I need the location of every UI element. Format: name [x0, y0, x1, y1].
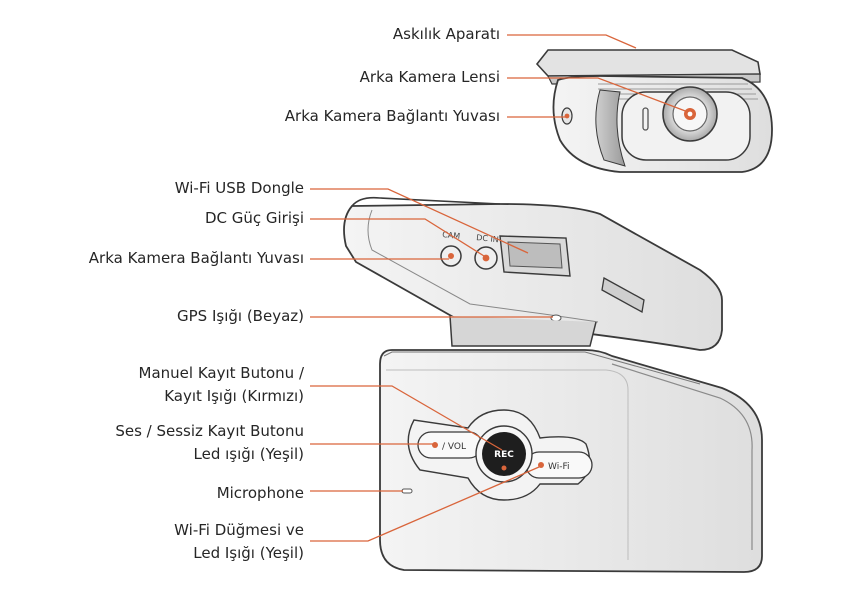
leader-rear-lens: [507, 77, 689, 113]
label-rear-port-main: Arka Kamera Bağlantı Yuvası: [88, 249, 304, 267]
label-wifi-button-line2: Led Işığı (Yeşil): [193, 544, 304, 562]
gps-led: [550, 314, 562, 322]
dc-in-marking: DC IN: [476, 233, 499, 244]
label-wifi-button-line1: Wi-Fi Düğmesi ve: [174, 521, 304, 539]
label-wifi-button: Wi-Fi Düğmesi ve Led Işığı (Yeşil): [174, 521, 304, 563]
rec-marking: REC: [494, 450, 514, 460]
label-rec-button-line1: Manuel Kayıt Butonu /: [138, 364, 304, 382]
label-rear-lens: Arka Kamera Lensi: [359, 68, 500, 86]
label-wifi-dongle: Wi-Fi USB Dongle: [174, 179, 304, 197]
label-hanger: Askılık Aparatı: [392, 25, 500, 43]
label-vol-button-line1: Ses / Sessiz Kayıt Butonu: [115, 422, 304, 440]
main-unit-head: GPS CAM DC IN: [343, 196, 723, 351]
wifi-marking: Wi-Fi: [548, 462, 569, 472]
label-gps-light: GPS Işığı (Beyaz): [177, 307, 304, 325]
leader-dc-in: [310, 218, 485, 257]
main-unit-body: / VOL Wi-Fi REC: [379, 349, 763, 573]
leader-wifi-dongle: [310, 188, 529, 254]
label-rec-button-line2: Kayıt Işığı (Kırmızı): [164, 387, 304, 405]
vol-marking: / VOL: [442, 442, 466, 452]
label-vol-button: Ses / Sessiz Kayıt Butonu Led ışığı (Yeş…: [115, 422, 304, 464]
label-rec-button: Manuel Kayıt Butonu / Kayıt Işığı (Kırmı…: [139, 364, 304, 406]
label-vol-button-line2: Led ışığı (Yeşil): [193, 445, 304, 463]
label-microphone: Microphone: [216, 484, 304, 502]
leader-hanger: [507, 34, 637, 49]
label-dc-input: DC Güç Girişi: [204, 209, 304, 227]
label-rear-port-top: Arka Kamera Bağlantı Yuvası: [284, 107, 500, 125]
leader-lines: [310, 34, 689, 542]
hanger-bracket: [535, 49, 761, 77]
microphone-hole: [401, 488, 413, 494]
leader-wifi-button: [310, 466, 540, 542]
rear-camera: [535, 49, 773, 173]
leader-rec: [310, 385, 503, 451]
